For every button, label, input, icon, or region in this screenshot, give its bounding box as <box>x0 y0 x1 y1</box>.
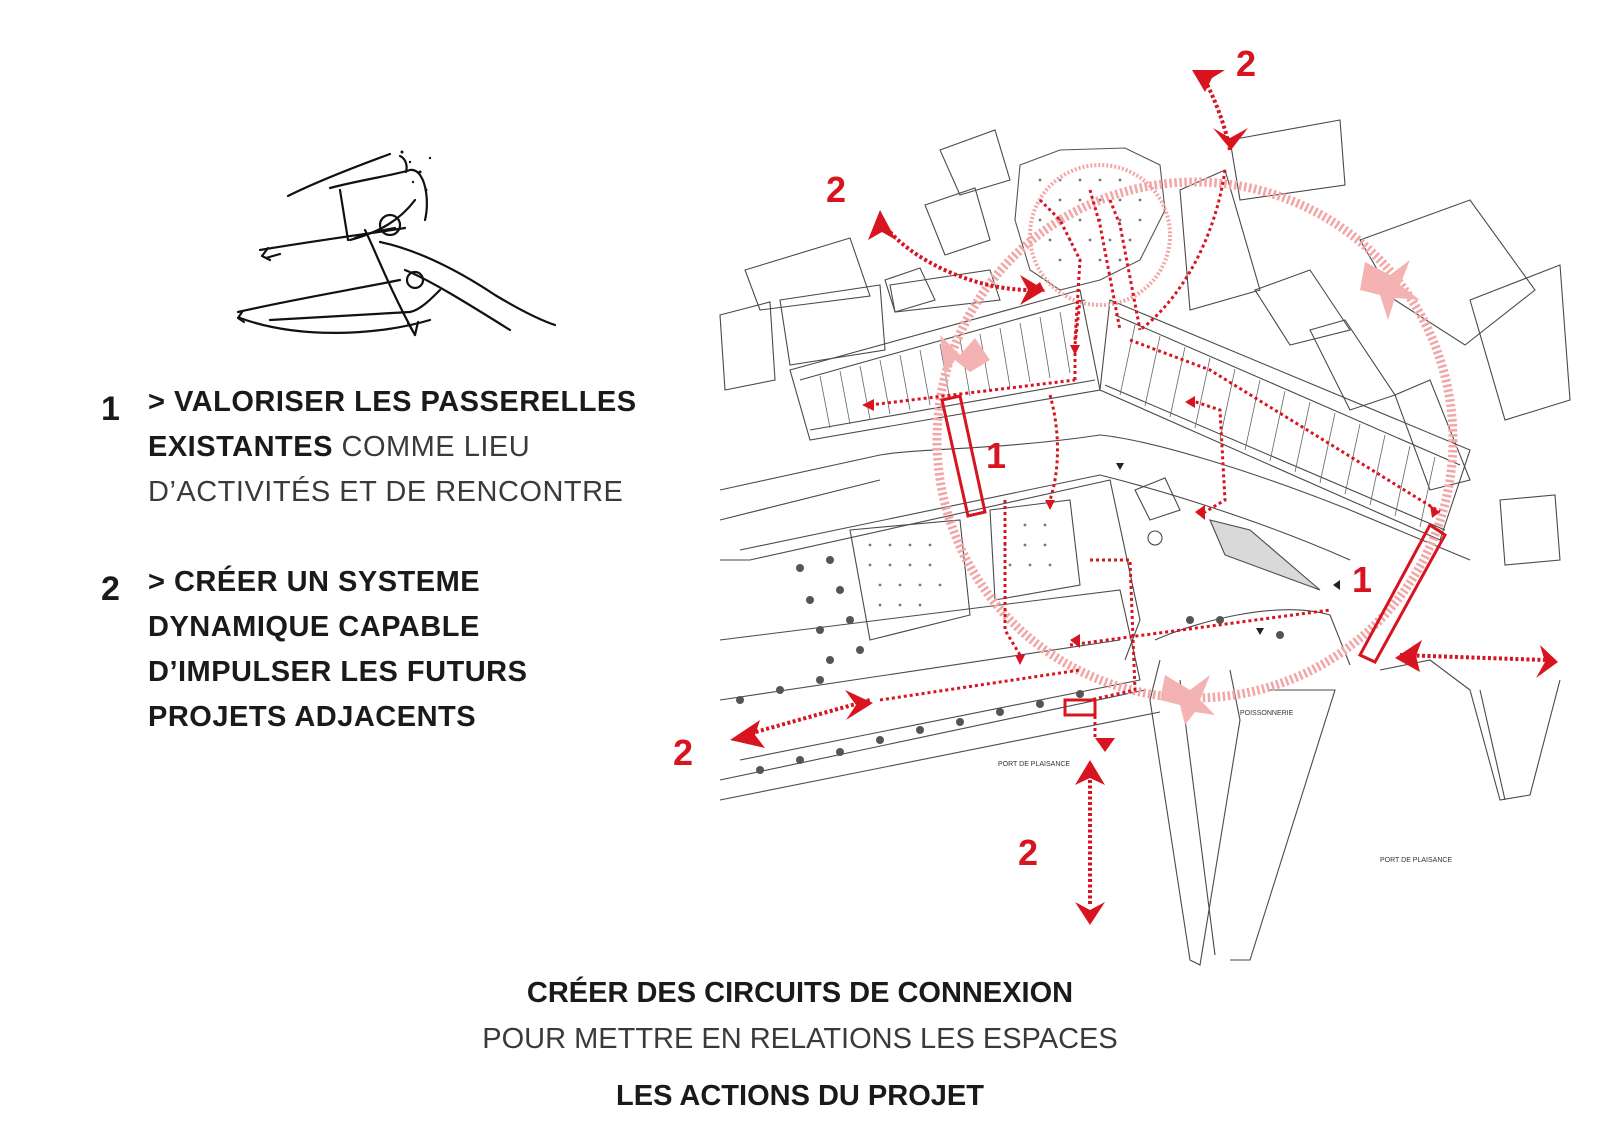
caption-section: LES ACTIONS DU PROJET <box>616 1080 984 1112</box>
label-poissonnerie: POISSONNERIE <box>1240 710 1294 717</box>
building-grid <box>868 178 1142 607</box>
label-port-de-plaisance-1: PORT DE PLAISANCE <box>998 761 1070 768</box>
trees <box>736 556 1284 774</box>
marker-1-right: 1 <box>1352 559 1372 600</box>
item-1-number: 1 <box>101 390 121 428</box>
caption-title: CRÉER DES CIRCUITS DE CONNEXION <box>526 977 1074 1009</box>
marker-2-left: 2 <box>673 732 693 773</box>
item-1-text: > VALORISER LES PASSERELLES EXISTANTES C… <box>148 380 708 515</box>
triangle-markers <box>1116 463 1340 635</box>
marker-2-bottom: 2 <box>1018 832 1038 873</box>
item-1-light: COMME LIEU D’ACTIVITÉS ET DE RENCONTRE <box>148 431 624 508</box>
small-arrowheads <box>862 345 1440 665</box>
parking-stripes <box>819 311 1436 528</box>
passerelle-rects <box>940 394 1447 717</box>
marker-2-top: 2 <box>1236 43 1256 84</box>
passerelle-1-right <box>1357 522 1447 664</box>
item-1-bold: > VALORISER LES PASSERELLES EXISTANTES <box>148 386 637 463</box>
arrows-2 <box>744 79 1546 905</box>
marker-2-topleft: 2 <box>826 169 846 210</box>
map-markers: 1 1 2 2 2 2 <box>673 43 1372 873</box>
connection-paths <box>869 169 1441 740</box>
item-2-number: 2 <box>101 570 121 608</box>
concept-sketch <box>236 150 557 337</box>
caption-subtitle: POUR METTRE EN RELATIONS LES ESPACES <box>482 1023 1118 1055</box>
arrow-heads <box>730 70 1558 925</box>
marker-1-left: 1 <box>986 435 1006 476</box>
item-2-text: > CRÉER UN SYSTEME DYNAMIQUE CAPABLE D’I… <box>148 566 528 733</box>
influence-circle <box>932 177 1458 703</box>
passerelle-1-left <box>940 394 987 518</box>
label-port-de-plaisance-2: PORT DE PLAISANCE <box>1380 857 1452 864</box>
light-chevrons <box>940 260 1420 725</box>
